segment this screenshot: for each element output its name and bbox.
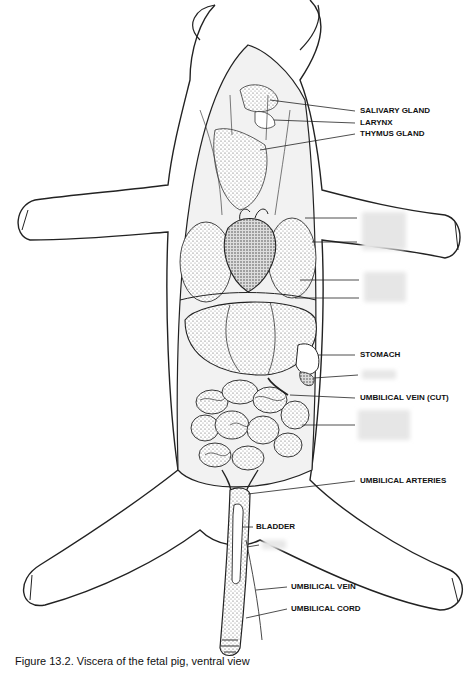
larynx bbox=[255, 112, 275, 129]
spleen bbox=[300, 372, 314, 386]
part-label: SALIVARY GLAND bbox=[360, 106, 430, 116]
neck-muscle bbox=[200, 95, 290, 215]
obscured-labels bbox=[262, 212, 410, 549]
part-label: STOMACH bbox=[360, 350, 400, 360]
part-label: BLADDER bbox=[256, 522, 295, 532]
diaphragm bbox=[180, 293, 316, 301]
part-label: UMBILICAL ARTERIES bbox=[360, 476, 446, 486]
part-label: LARYNX bbox=[360, 118, 393, 128]
stomach bbox=[296, 344, 319, 375]
part-label: UMBILICAL VEIN (CUT) bbox=[360, 393, 449, 403]
right-lung bbox=[268, 218, 316, 298]
liver-lobes bbox=[226, 302, 275, 374]
heart bbox=[224, 218, 275, 292]
umbilical-cord bbox=[220, 488, 250, 656]
part-label: UMBILICAL CORD bbox=[291, 604, 361, 614]
leader-lines bbox=[243, 100, 359, 618]
part-label: THYMUS GLAND bbox=[360, 129, 424, 139]
intestine-folds bbox=[200, 396, 285, 455]
cord-end bbox=[221, 640, 239, 652]
salivary-gland bbox=[240, 85, 278, 112]
body-cavity bbox=[177, 45, 316, 487]
intestines bbox=[191, 380, 309, 470]
bladder bbox=[232, 504, 243, 584]
umbilical-vein-cut bbox=[268, 378, 288, 395]
part-label: UMBILICAL VEIN bbox=[291, 582, 356, 592]
heart-vessels bbox=[240, 209, 268, 220]
ear bbox=[193, 5, 319, 50]
pig-outline bbox=[18, 0, 462, 610]
left-lung bbox=[180, 222, 232, 302]
thymus-gland bbox=[214, 129, 267, 210]
figure-caption: Figure 13.2. Viscera of the fetal pig, v… bbox=[15, 655, 250, 668]
